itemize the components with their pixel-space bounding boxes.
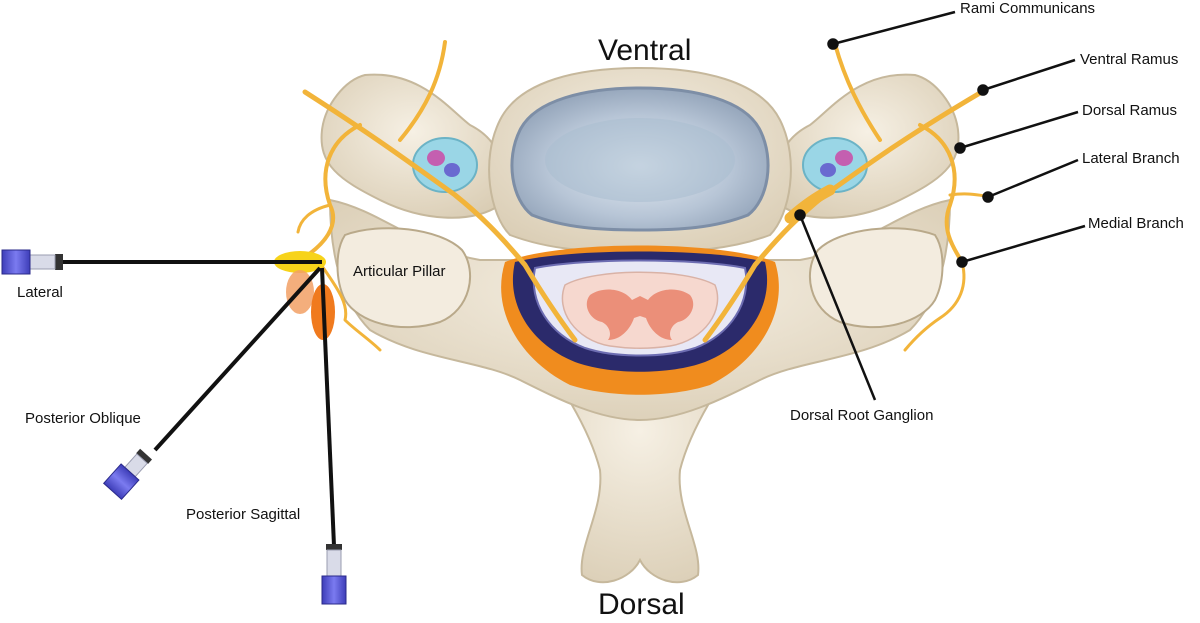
medial-branch-left bbox=[313, 253, 382, 352]
label-rami-communicans: Rami Communicans bbox=[960, 0, 1096, 17]
nucleus-pulposus bbox=[545, 118, 735, 202]
dorsal-ramus-right bbox=[918, 123, 964, 264]
label-ventral-ramus: Ventral Ramus bbox=[1080, 51, 1179, 68]
lateral-branch-right bbox=[948, 192, 990, 198]
title-dorsal: Dorsal bbox=[598, 588, 685, 621]
label-posterior-oblique: Posterior Oblique bbox=[25, 410, 141, 427]
articular-pillar-left bbox=[336, 227, 471, 329]
label-lateral-branch: Lateral Branch bbox=[1082, 150, 1180, 167]
lateral-branch-left bbox=[296, 203, 332, 234]
label-medial-branch: Medial Branch bbox=[1088, 215, 1184, 232]
needle-posterior-oblique bbox=[102, 266, 322, 501]
gray-matter bbox=[586, 289, 694, 340]
label-dorsal-ramus: Dorsal Ramus bbox=[1082, 102, 1178, 119]
transverse-foramen-right bbox=[802, 137, 868, 193]
medial-branch-right bbox=[903, 260, 966, 352]
articular-pillar-right bbox=[809, 227, 944, 329]
label-dorsal-root-ganglion: Dorsal Root Ganglion bbox=[790, 407, 934, 424]
label-articular-pillar: Articular Pillar bbox=[353, 263, 446, 280]
dorsal-root-ganglion-right bbox=[784, 184, 836, 224]
label-lateral: Lateral bbox=[17, 284, 63, 301]
rami-communicans-left bbox=[398, 40, 447, 142]
leader-lines bbox=[794, 10, 1086, 401]
needle-lateral bbox=[1, 249, 322, 275]
transverse-foramen-left bbox=[412, 137, 478, 193]
rami-communicans-right bbox=[833, 42, 882, 142]
title-ventral: Ventral bbox=[598, 34, 692, 67]
transverse-process-right bbox=[775, 73, 960, 219]
transverse-process-left bbox=[320, 73, 505, 219]
needle-posterior-sagittal bbox=[320, 267, 347, 605]
nerve-root-left bbox=[302, 89, 578, 343]
label-posterior-sagittal: Posterior Sagittal bbox=[186, 506, 301, 523]
